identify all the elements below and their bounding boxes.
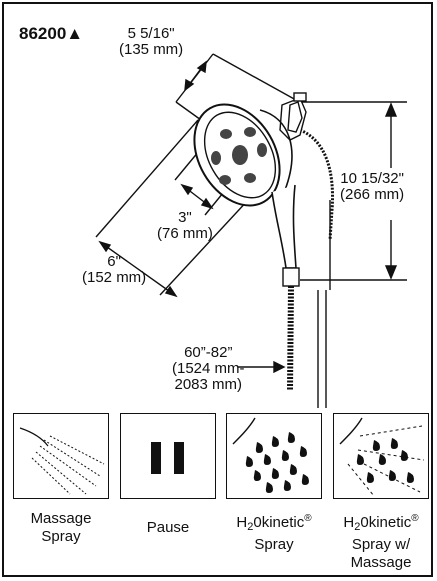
overall-length-label: 6" (152 mm) [82,253,147,286]
mode-label-pause: Pause [146,519,190,536]
mode-label-h2okinetic-spray: H20kinetic® Spray [236,513,312,553]
pause-icon [120,413,216,499]
mode-label-h2okinetic-spray-massage: H20kinetic® Spray w/ Massage [343,513,419,571]
diagram-frame [2,2,433,577]
h2okinetic-spray-massage-icon [333,413,429,499]
mode-label-massage-spray: Massage Spray [30,510,92,545]
hose-length-label: 60”-82” (1524 mm- 2083 mm) [172,344,245,393]
massage-spray-icon [13,413,109,499]
model-number: 86200▲ [19,24,84,43]
handle-offset-label: 3" (76 mm) [157,209,213,242]
h2okinetic-spray-icon [226,413,322,499]
height-label: 10 15/32" (266 mm) [340,170,405,203]
face-width-label: 5 5/16" (135 mm) [119,25,184,58]
